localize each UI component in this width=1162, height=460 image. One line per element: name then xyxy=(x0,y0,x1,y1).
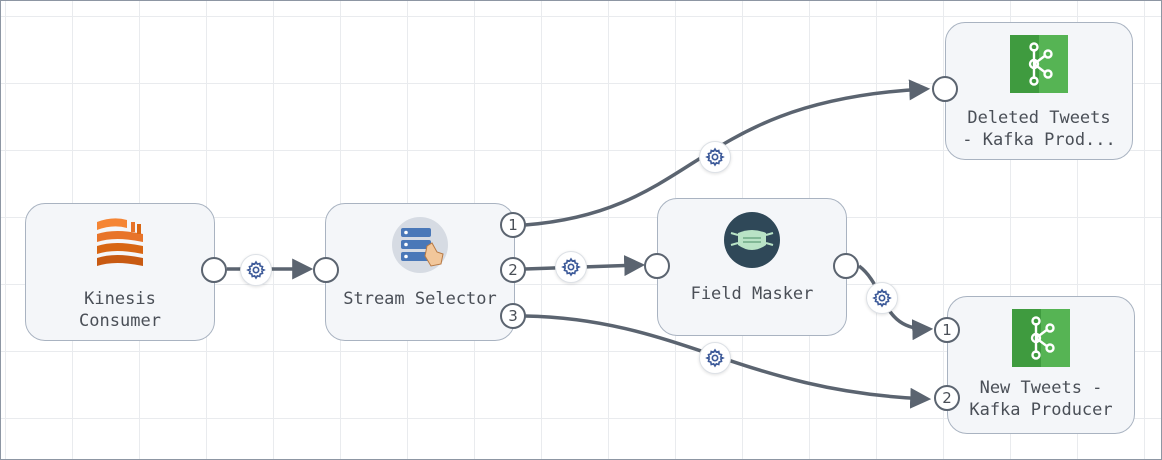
gear-icon xyxy=(872,288,892,308)
edge-settings-button[interactable] xyxy=(699,342,731,374)
node-new-tweets-kafka[interactable]: New Tweets - Kafka Producer xyxy=(947,296,1135,434)
kafka-icon xyxy=(1010,35,1068,93)
gear-icon xyxy=(705,147,725,167)
new-tweets-input-port-2[interactable]: 2 xyxy=(934,385,960,411)
stream-selector-output-port-1[interactable]: 1 xyxy=(500,212,526,238)
node-stream-selector[interactable]: Stream Selector xyxy=(325,203,515,341)
gear-icon xyxy=(705,348,725,368)
node-field-masker[interactable]: Field Masker xyxy=(657,198,847,336)
gear-icon xyxy=(246,260,266,280)
aws-kinesis-icon xyxy=(97,218,143,266)
edge-settings-button[interactable] xyxy=(866,282,898,314)
field-masker-input-port[interactable] xyxy=(644,253,670,279)
stream-selector-output-port-2[interactable]: 2 xyxy=(500,257,526,283)
edge-settings-button[interactable] xyxy=(555,251,587,283)
mask-icon xyxy=(724,212,780,268)
stream-selector-output-port-3[interactable]: 3 xyxy=(500,303,526,329)
stream-selector-icon xyxy=(392,217,448,273)
kinesis-output-port[interactable] xyxy=(201,257,227,283)
kafka-icon xyxy=(1012,309,1070,367)
gear-icon xyxy=(561,257,581,277)
node-label: New Tweets - Kafka Producer xyxy=(969,378,1113,420)
node-label: Stream Selector xyxy=(343,289,497,309)
node-label: Kinesis Consumer xyxy=(79,289,161,331)
field-masker-output-port[interactable] xyxy=(833,253,859,279)
new-tweets-input-port-1[interactable]: 1 xyxy=(934,317,960,343)
node-deleted-tweets-kafka[interactable]: Deleted Tweets - Kafka Prod... xyxy=(945,22,1133,160)
node-label: Field Masker xyxy=(690,284,814,304)
stream-selector-input-port[interactable] xyxy=(313,257,339,283)
edge-settings-button[interactable] xyxy=(699,141,731,173)
deleted-tweets-input-port[interactable] xyxy=(932,76,958,102)
node-label: Deleted Tweets - Kafka Prod... xyxy=(962,108,1116,150)
node-kinesis-consumer[interactable]: Kinesis Consumer xyxy=(25,203,215,341)
edge-settings-button[interactable] xyxy=(240,254,272,286)
